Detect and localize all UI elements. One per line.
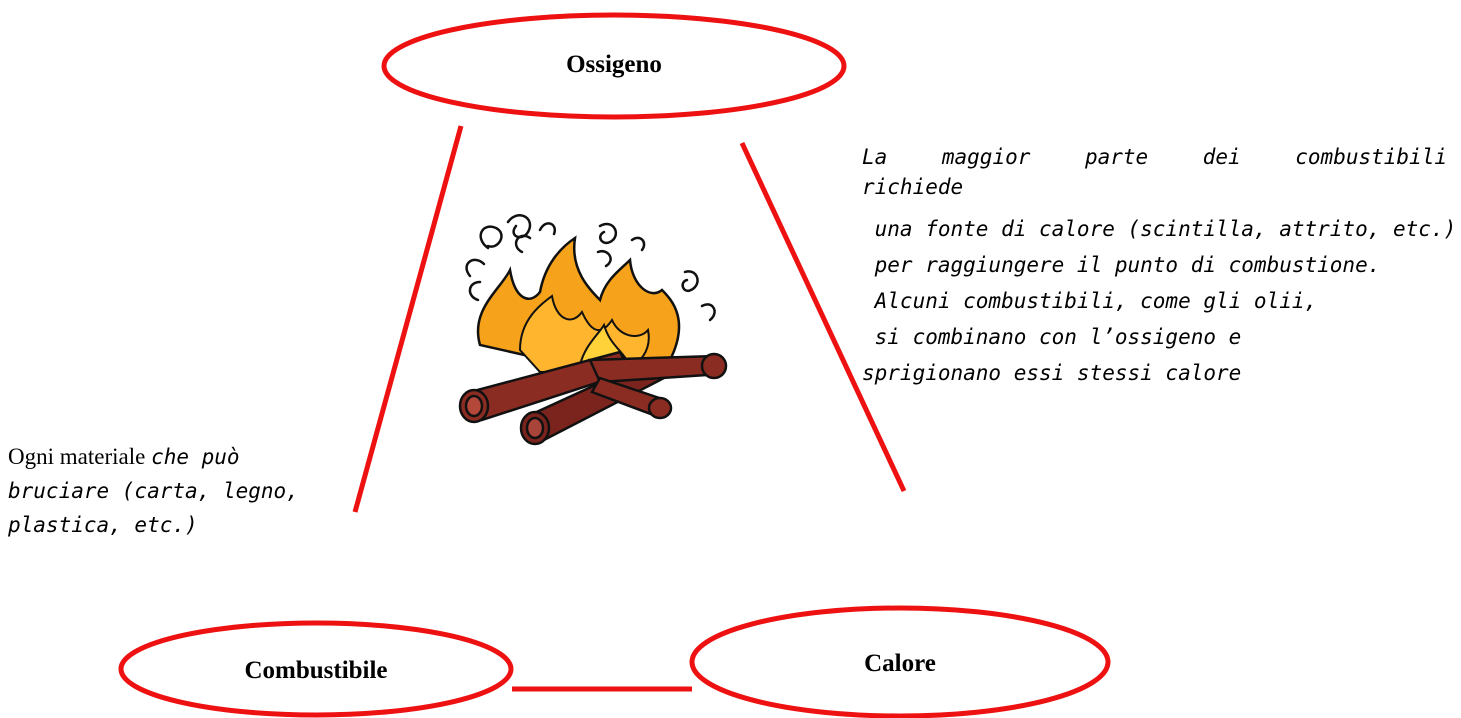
note-fuel-line-3: plastica, etc.) [8, 513, 198, 537]
note-heat-description: La maggior parte dei combustibili richie… [862, 139, 1457, 391]
note-heat-line-7: sprigionano essi stessi calore [862, 361, 1242, 385]
note-fuel-description: Ogni materiale che può bruciare (carta, … [8, 440, 348, 542]
note-heat-line-4: per raggiungere il punto di combustione. [862, 253, 1381, 277]
node-ellipse-ossigeno [381, 12, 847, 120]
note-heat-line-5: Alcuni combustibili, come gli olii, [862, 289, 1318, 313]
note-heat-line-6: si combinano con l’ossigeno e [862, 325, 1242, 349]
connector-right [739, 141, 907, 493]
note-fuel-prefix: Ogni materiale [8, 444, 152, 469]
note-fuel-line-1-text: che può [151, 445, 240, 469]
campfire-icon [458, 214, 728, 446]
note-heat-line-3: una fonte di calore (scintilla, attrito,… [862, 217, 1457, 241]
note-heat-line-1: La maggior parte dei combustibili [862, 145, 1447, 169]
note-fuel-line-1: Ogni materiale che può [8, 440, 348, 474]
node-label-calore: Calore [864, 650, 936, 677]
connector-left [352, 125, 464, 513]
node-ellipse-calore [689, 605, 1111, 718]
node-label-combustibile: Combustibile [244, 657, 388, 684]
node-ellipse-combustibile [118, 620, 514, 718]
note-fuel-line-2: bruciare (carta, legno, [8, 479, 299, 503]
node-label-ossigeno: Ossigeno [566, 51, 662, 78]
note-heat-line-2: richiede [862, 175, 964, 199]
